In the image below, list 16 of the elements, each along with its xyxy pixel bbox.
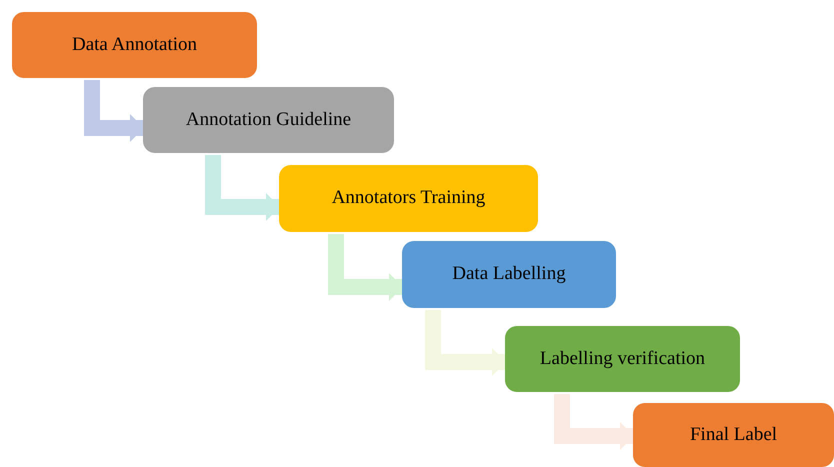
bent-arrow [328, 234, 403, 301]
process-box [633, 403, 834, 467]
bent-arrow [205, 155, 280, 221]
process-box [279, 165, 538, 232]
step-label: Annotation Guideline [186, 108, 352, 132]
process-box [402, 241, 616, 308]
bent-arrow [554, 394, 634, 450]
step-label: Final Label [690, 422, 778, 447]
step-label: Data Annotation [72, 32, 198, 57]
step-label: Annotators Training [332, 186, 486, 210]
process-box [143, 87, 394, 153]
process-box [12, 12, 257, 78]
bent-arrow [84, 80, 144, 142]
process-box [505, 326, 740, 392]
step-label: Labelling verification [540, 346, 706, 371]
step-label: Data Labelling [452, 262, 566, 286]
